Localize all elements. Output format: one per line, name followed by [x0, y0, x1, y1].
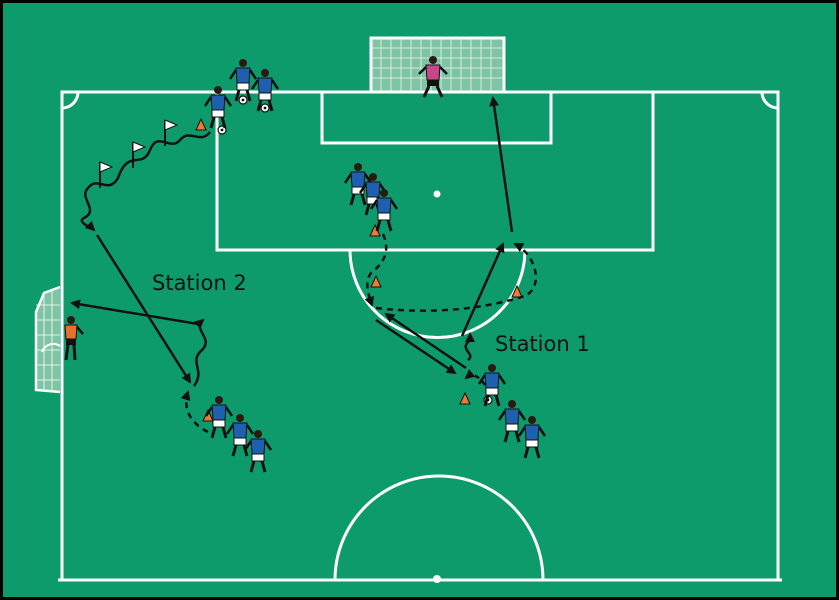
player-icon: [225, 414, 255, 457]
curved-run: [364, 233, 388, 307]
pass-line: [384, 312, 467, 370]
diagonal-run: [95, 234, 192, 384]
soccer-ball-icon: [238, 95, 248, 105]
pass-line: [375, 318, 457, 375]
station1-label: Station 1: [495, 332, 590, 356]
center-circle: [333, 474, 545, 581]
dribble-path: [192, 318, 207, 387]
player-icon: [204, 396, 234, 439]
soccer-ball-icon: [260, 103, 270, 113]
training-cone-icon: [511, 284, 523, 298]
training-cone-icon: [370, 274, 382, 288]
run-line: [489, 96, 514, 233]
goalkeeper-icon: [64, 316, 84, 361]
station1-paths: [364, 96, 537, 386]
player-icon: [497, 400, 527, 443]
player-icon: [243, 430, 273, 473]
dribble-path: [464, 369, 487, 386]
player-icon: [477, 364, 507, 407]
player-icon: [343, 163, 373, 206]
pitch-surface: [3, 3, 836, 597]
corner-flag-icon: [132, 141, 147, 168]
curved-run: [375, 242, 537, 312]
dribble-path: [80, 131, 211, 232]
run-line: [460, 242, 505, 337]
station2-label: Station 2: [152, 271, 247, 295]
center-spot: [433, 575, 441, 583]
goalkeeper-icon: [418, 56, 448, 98]
training-cone-icon: [195, 117, 207, 131]
training-cone-icon: [459, 391, 471, 405]
shot-path: [70, 299, 199, 326]
player-icon: [203, 86, 233, 129]
dribble-path: [464, 332, 476, 361]
player-icon: [228, 59, 258, 102]
station2-paths: [70, 131, 211, 434]
side-goal-net-icon: [34, 285, 61, 394]
player-icon: [369, 189, 399, 232]
player-icon: [250, 69, 280, 112]
player-icon: [517, 416, 547, 459]
penalty-spot: [433, 190, 441, 198]
corner-arc-left: [61, 91, 80, 110]
corner-arc-right: [760, 91, 779, 110]
curved-run: [180, 390, 209, 434]
